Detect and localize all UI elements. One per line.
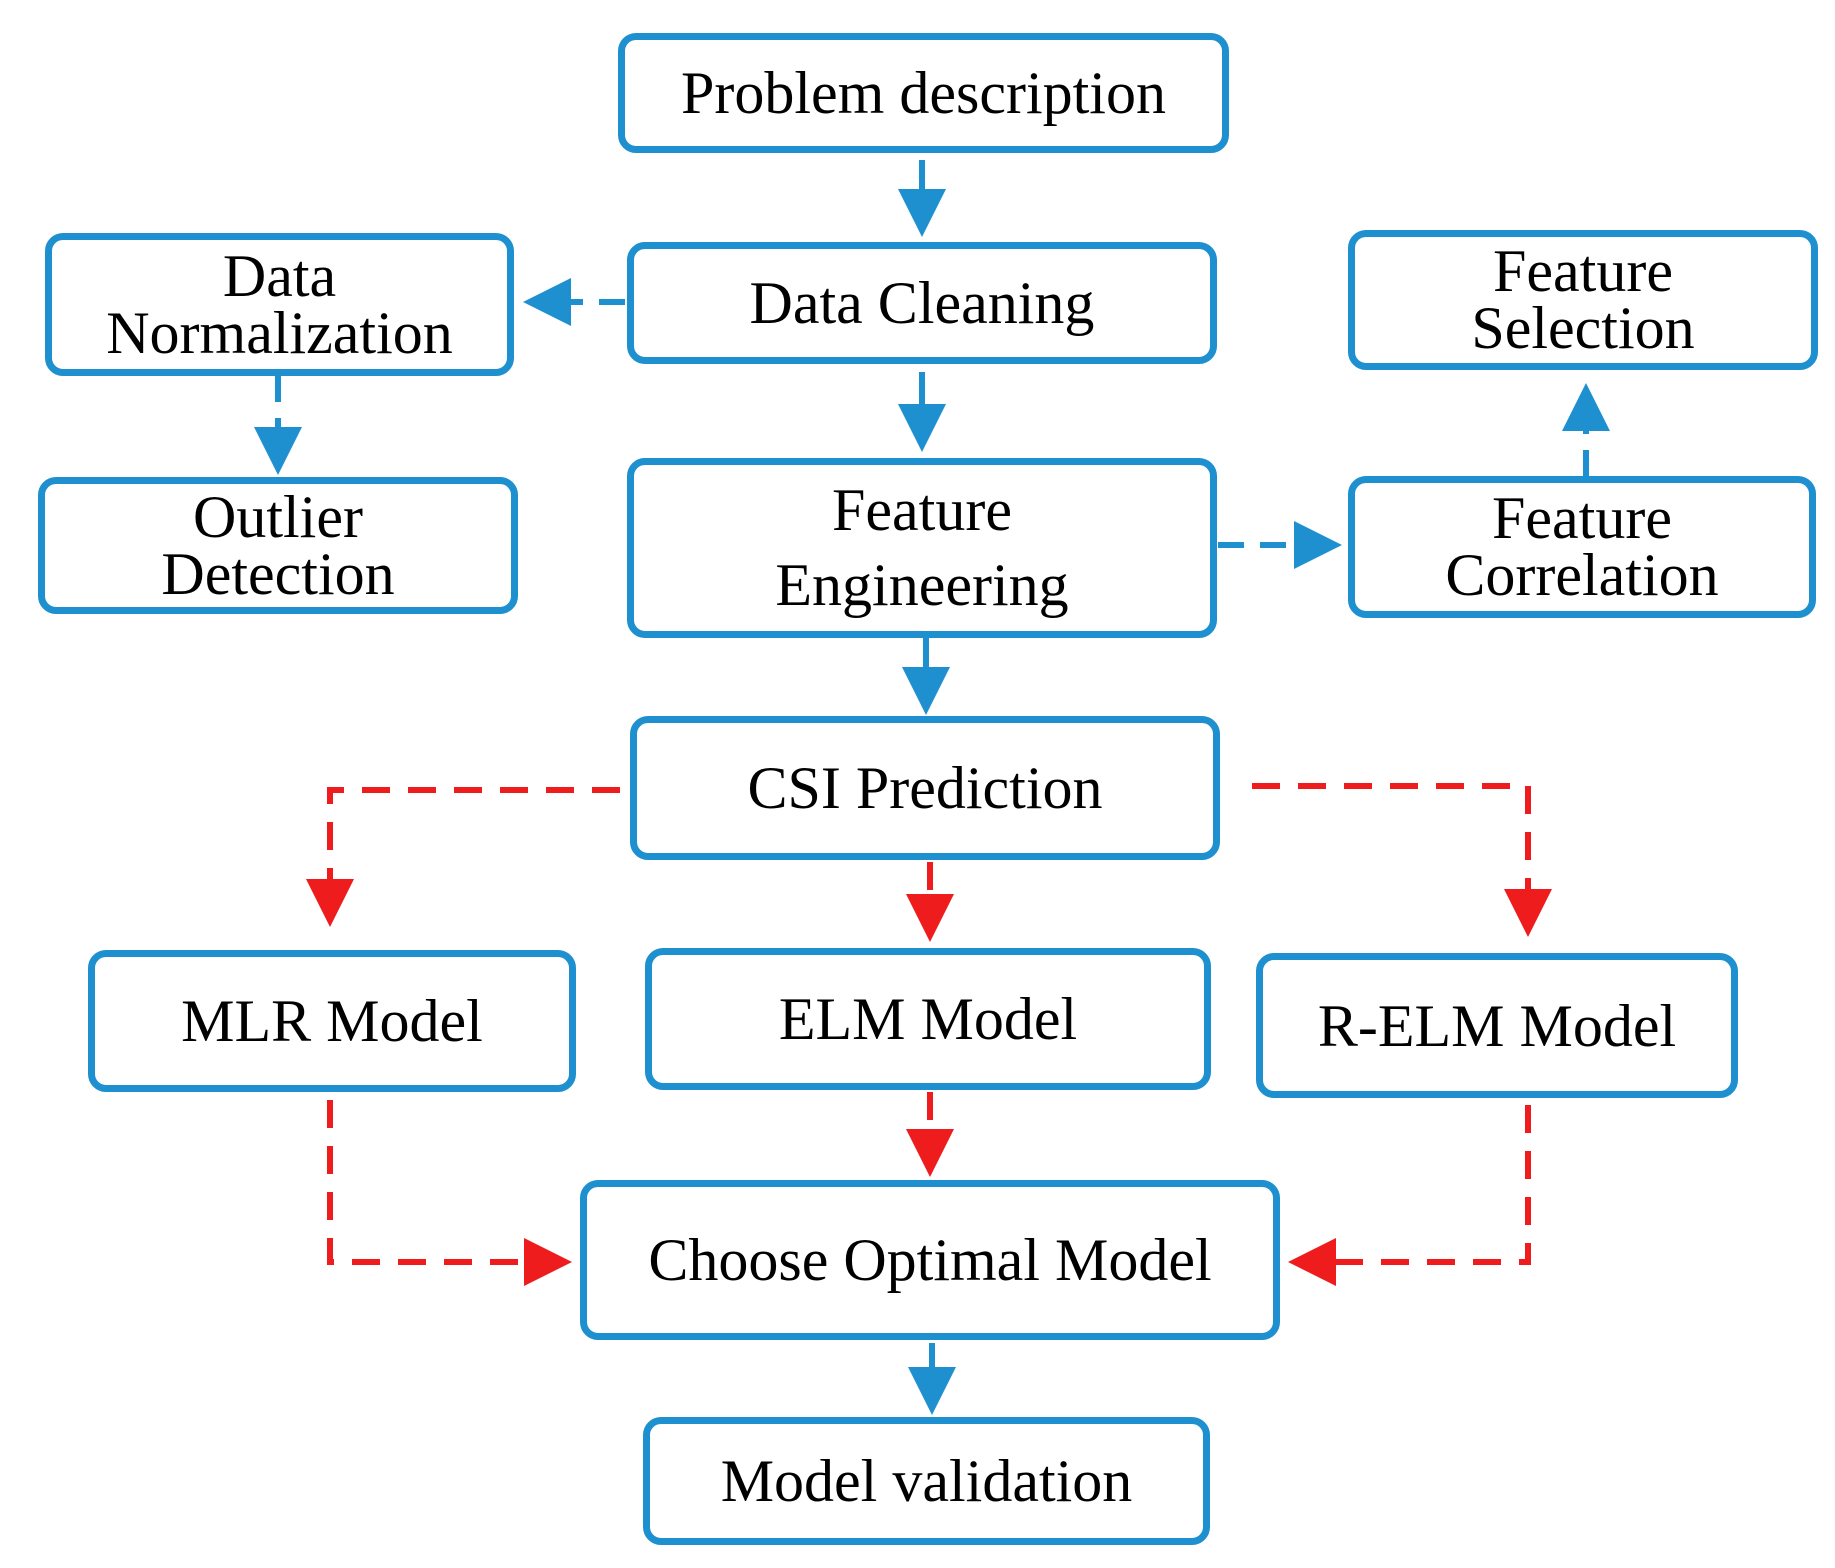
arrow-csi-to-mlr (306, 787, 620, 927)
problem-description-label: Problem description (681, 60, 1166, 126)
node-choose-optimal-model: Choose Optimal Model (580, 1180, 1280, 1340)
arrow-csi-to-relm (1252, 783, 1552, 937)
model-validation-label: Model validation (720, 1448, 1133, 1514)
outlier-detection-label: Outlier Detection (161, 483, 395, 607)
node-mlr-model: MLR Model (88, 950, 576, 1092)
relm-model-label: R-ELM Model (1317, 992, 1677, 1059)
node-data-cleaning: Data Cleaning (627, 242, 1217, 364)
data-normalization-label: Data Normalization (106, 242, 453, 366)
feature-engineering-label: Feature Engineering (775, 477, 1069, 618)
mlr-model-label: MLR Model (181, 988, 483, 1054)
node-feature-engineering: Feature Engineering (627, 458, 1217, 638)
feature-selection-label: Feature Selection (1471, 238, 1695, 361)
node-feature-correlation: Feature Correlation (1348, 476, 1816, 618)
node-problem-description: Problem description (618, 33, 1229, 153)
choose-optimal-model-label: Choose Optimal Model (648, 1227, 1212, 1293)
node-feature-selection: Feature Selection (1348, 230, 1818, 370)
node-model-validation: Model validation (643, 1417, 1210, 1545)
arrow-mlr-to-optimal (327, 1100, 572, 1286)
feature-correlation-label: Feature Correlation (1445, 485, 1719, 608)
node-relm-model: R-ELM Model (1256, 953, 1738, 1098)
node-data-normalization: Data Normalization (45, 233, 514, 376)
node-outlier-detection: Outlier Detection (38, 477, 518, 614)
elm-model-label: ELM Model (778, 986, 1078, 1052)
data-cleaning-label: Data Cleaning (749, 270, 1095, 336)
node-elm-model: ELM Model (645, 948, 1211, 1090)
csi-prediction-label: CSI Prediction (747, 755, 1103, 821)
arrow-relm-to-optimal (1288, 1105, 1531, 1286)
node-csi-prediction: CSI Prediction (630, 716, 1220, 860)
